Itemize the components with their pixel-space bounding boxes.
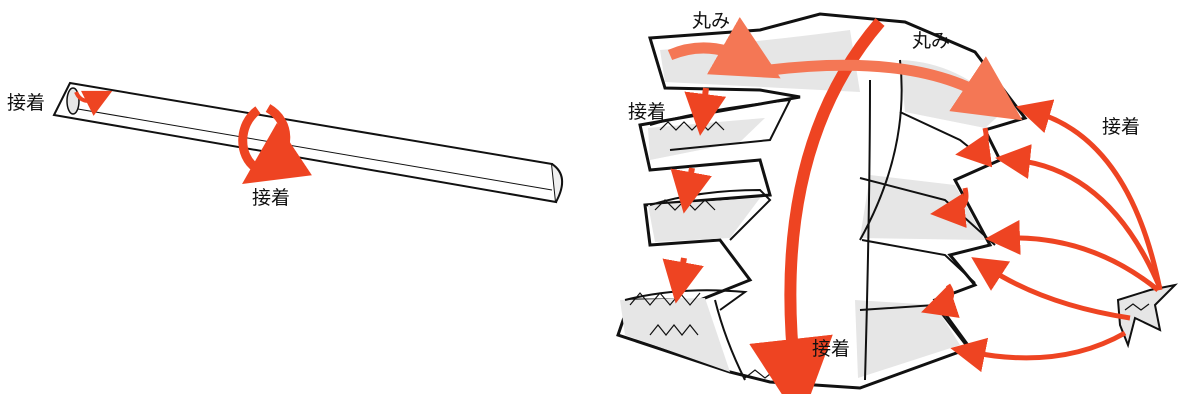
glue-label-right: 接着 bbox=[1102, 116, 1140, 138]
round-label-top: 丸み bbox=[692, 10, 730, 32]
glue-label-tube-roll: 接着 bbox=[252, 187, 290, 209]
glue-label-left-column: 接着 bbox=[628, 101, 666, 123]
rolled-paper-tube bbox=[54, 83, 562, 202]
round-label-wide: 丸み bbox=[912, 30, 950, 52]
glue-label-tube-end: 接着 bbox=[7, 92, 45, 114]
glue-label-bottom: 接着 bbox=[812, 338, 850, 360]
